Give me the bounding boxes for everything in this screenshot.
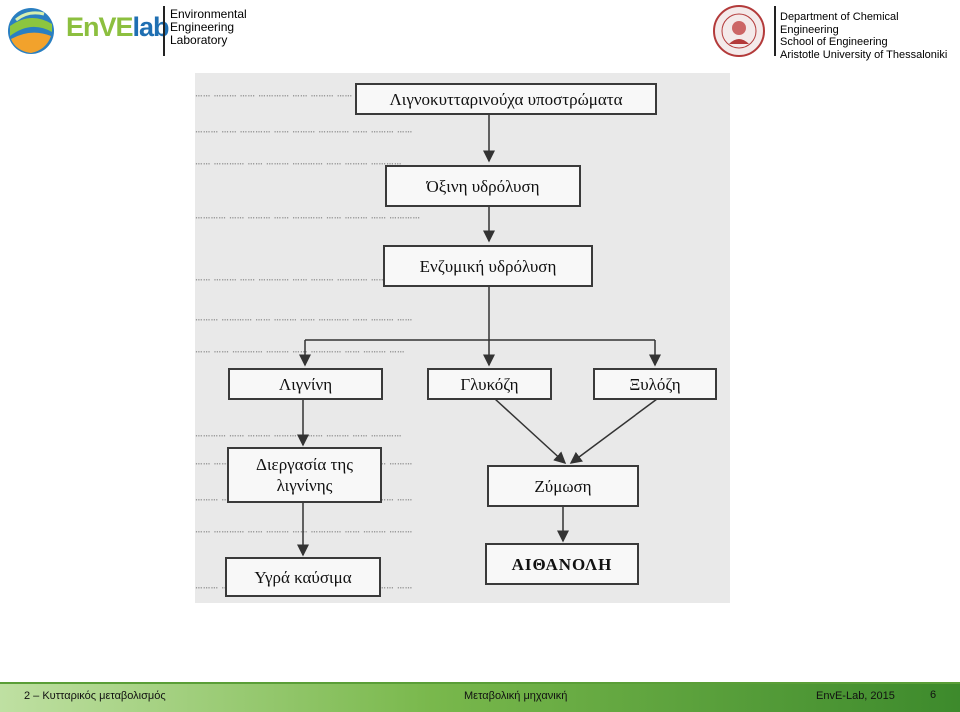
arrow-glucose-to-fermentation [494, 398, 567, 465]
scan-texture: ⵈⵈ ⵈⵈ ⵈⵈⵈⵈ ⵈⵈⵈ ⵈⵈ ⵈⵈⵈⵈ ⵈⵈ ⵈⵈⵈ ⵈⵈ [195, 345, 405, 359]
department-info: Department of Chemical Engineering Schoo… [780, 11, 948, 61]
scan-texture: ⵈⵈ ⵈⵈⵈ ⵈⵈ ⵈⵈⵈⵈ ⵈⵈ ⵈⵈⵈ ⵈⵈⵈⵈ ⵈⵈ ⵈⵈⵈ [195, 273, 413, 287]
node-lignocellulosic-substrates: Λιγνοκυτταρινούχα υποστρώματα [355, 83, 657, 115]
footer-slide-title: 2 – Κυτταρικός μεταβολισμός [24, 690, 166, 702]
header-divider-right [774, 6, 776, 56]
node-lignin-processing: Διεργασία της λιγνίνης [227, 447, 382, 503]
lab-name: Environmental Engineering Laboratory [170, 7, 247, 47]
university-seal-icon [713, 5, 765, 57]
node-lignin-processing-line2: λιγνίνης [276, 476, 333, 495]
node-acid-hydrolysis: Όξινη υδρόλυση [385, 165, 581, 207]
footer-center-title: Μεταβολική μηχανική [464, 690, 568, 702]
footer-rule [0, 682, 960, 684]
node-liquid-fuels: Υγρά καύσιμα [225, 557, 381, 597]
node-lignin: Λιγνίνη [228, 368, 383, 400]
node-lignin-processing-line1: Διεργασία της [256, 455, 353, 474]
scan-texture: ⵈⵈ ⵈⵈⵈⵈ ⵈⵈ ⵈⵈⵈ ⵈⵈⵈⵈ ⵈⵈ ⵈⵈⵈ ⵈⵈⵈⵈ [195, 157, 402, 171]
flow-arrows [297, 111, 661, 557]
slide-footer: 2 – Κυτταρικός μεταβολισμός Μεταβολική μ… [0, 682, 960, 712]
node-glucose: Γλυκόζη [427, 368, 552, 400]
envelab-wordmark: EnVElab [66, 12, 170, 42]
scan-texture: ⵈⵈⵈⵈ ⵈⵈ ⵈⵈⵈ ⵈⵈ ⵈⵈⵈⵈ ⵈⵈ ⵈⵈⵈ ⵈⵈ ⵈⵈⵈⵈ [195, 211, 421, 225]
envelab-globe-icon [8, 8, 54, 54]
header-divider [163, 6, 165, 56]
arrow-xylose-to-fermentation [569, 398, 658, 464]
node-ethanol: ΑΙΘΑΝΟΛΗ [485, 543, 639, 585]
scan-texture: ⵈⵈⵈ ⵈⵈ ⵈⵈⵈⵈ ⵈⵈ ⵈⵈⵈ ⵈⵈⵈⵈ ⵈⵈ ⵈⵈⵈ ⵈⵈ [195, 125, 413, 139]
page-number: 6 [930, 689, 937, 701]
slide-header: EnVElab Environmental Engineering Labora… [0, 0, 960, 62]
node-fermentation: Ζύμωση [487, 465, 639, 507]
node-enzymatic-hydrolysis: Ενζυμική υδρόλυση [383, 245, 593, 287]
scan-texture: ⵈⵈⵈ ⵈⵈⵈⵈ ⵈⵈ ⵈⵈⵈ ⵈⵈ ⵈⵈⵈⵈ ⵈⵈ ⵈⵈⵈ ⵈⵈ [195, 313, 413, 327]
footer-credit: EnvE-Lab, 2015 [816, 690, 895, 702]
node-xylose: Ξυλόζη [593, 368, 717, 400]
scanned-flow-diagram: ⵈⵈ ⵈⵈⵈ ⵈⵈ ⵈⵈⵈⵈ ⵈⵈ ⵈⵈⵈ ⵈⵈ ⵈⵈⵈⵈ ⵈⵈ ⵈⵈⵈ ⵈⵈⵈ… [195, 73, 730, 603]
